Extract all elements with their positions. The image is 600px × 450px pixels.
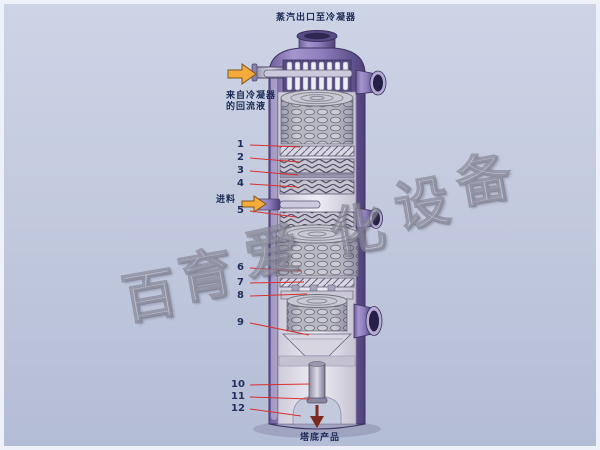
divider-plate — [279, 173, 355, 179]
callout-number-3: 3 — [237, 165, 244, 176]
structured-packing-2 — [279, 179, 355, 195]
label-vapor-outlet: 蒸汽出口至冷凝器 — [275, 12, 356, 22]
callout-number-4: 4 — [237, 178, 244, 189]
label-reflux-line1: 来自冷凝器 — [226, 90, 277, 100]
reflux-arrow-icon — [227, 63, 257, 85]
callout-number-2: 2 — [237, 152, 244, 163]
bottom-cone — [278, 333, 356, 367]
packing-bed-3 — [286, 294, 348, 332]
label-reflux: 来自冷凝器 的回流液 — [226, 90, 286, 112]
packing-bed-2 — [275, 224, 359, 277]
feed-arrow-icon — [241, 195, 267, 213]
callout-number-1: 1 — [237, 139, 244, 150]
callout-number-5: 5 — [237, 205, 244, 216]
label-reflux-line2: 的回流液 — [226, 101, 267, 111]
nozzle-upper-right — [355, 69, 387, 96]
bottom-outlet-pipe — [306, 361, 328, 404]
shell-highlight — [271, 76, 277, 420]
top-distributor — [263, 59, 353, 93]
column-diagram — [227, 30, 387, 438]
packing-support-plate — [279, 145, 355, 157]
packing-bed-1 — [280, 89, 354, 145]
callout-number-8: 8 — [237, 290, 244, 301]
column-bottom-rim — [268, 423, 366, 430]
structured-packing-1 — [279, 158, 355, 174]
nozzle-lower-right — [353, 303, 383, 339]
callout-number-7: 7 — [237, 277, 244, 288]
bottom-product-arrow — [310, 405, 324, 428]
label-feed: 进料 — [216, 194, 237, 204]
label-bottom-product: 塔底产品 — [299, 432, 340, 442]
callout-number-9: 9 — [237, 317, 244, 328]
callout-number-12: 12 — [231, 403, 245, 414]
callout-leader-lines — [249, 144, 311, 417]
nozzle-middle-right — [355, 207, 383, 229]
callout-number-11: 11 — [231, 391, 245, 402]
callout-number-6: 6 — [237, 262, 244, 273]
callout-number-10: 10 — [231, 379, 245, 390]
